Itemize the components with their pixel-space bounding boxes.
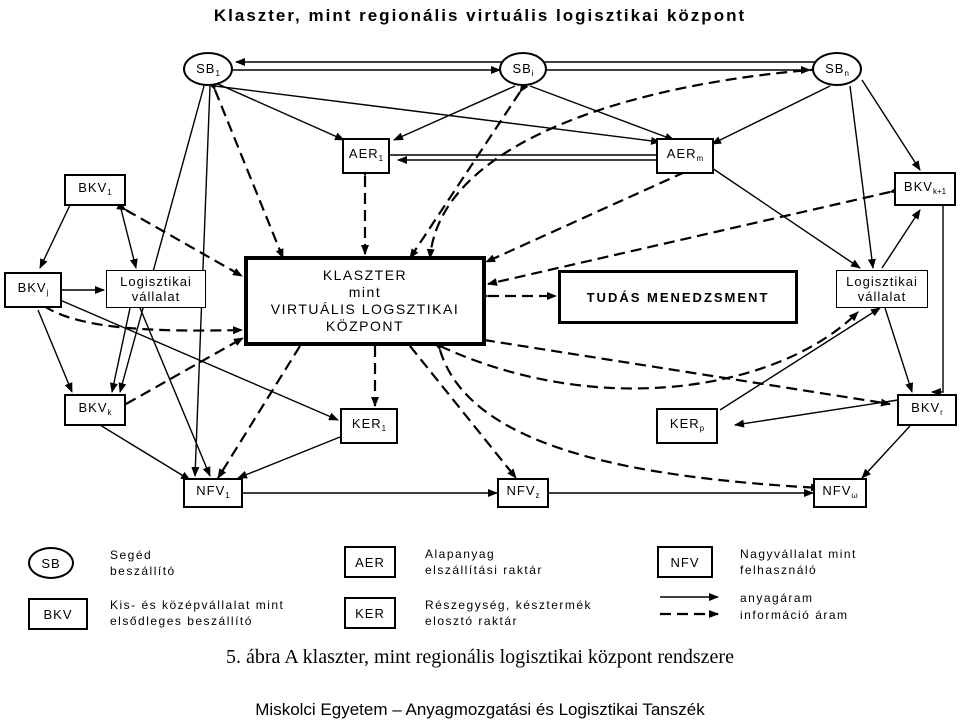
info-flow-arrow bbox=[207, 80, 285, 259]
info-flow-arrow bbox=[217, 336, 309, 479]
legend-sb-symbol: SB bbox=[28, 547, 74, 579]
material-flow-arrow bbox=[109, 307, 131, 393]
nfvz-node: NFVz bbox=[497, 478, 549, 508]
material-flow-arrow bbox=[931, 205, 944, 396]
material-flow-arrow bbox=[861, 79, 921, 171]
sbn-node: SBn bbox=[812, 52, 862, 86]
aerm-node: AERm bbox=[656, 138, 714, 174]
material-flow-arrow bbox=[99, 424, 191, 481]
legend-nfv-symbol: NFV bbox=[657, 546, 713, 578]
diagram-title: Klaszter, mint regionális virtuális logi… bbox=[213, 6, 747, 25]
legend-material-flow-label: anyagáram bbox=[740, 591, 814, 605]
material-flow-arrow bbox=[37, 309, 73, 393]
nfv1-node: NFV1 bbox=[183, 478, 243, 508]
bkvr-node: BKVr bbox=[897, 394, 957, 426]
footer-text: Miskolci Egyetem – Anyagmozgatási és Log… bbox=[255, 700, 705, 719]
material-flow-arrow bbox=[39, 204, 71, 269]
material-flow-arrow bbox=[118, 85, 205, 393]
info-flow-arrow bbox=[487, 186, 900, 286]
material-flow-arrow bbox=[237, 436, 341, 479]
flow-arrows bbox=[34, 58, 944, 618]
material-flow-arrow bbox=[139, 307, 211, 477]
material-flow-arrow bbox=[884, 307, 914, 393]
material-flow-arrow bbox=[393, 85, 516, 141]
aer1-node: AER1 bbox=[342, 138, 390, 174]
kerp-node: KERp bbox=[656, 408, 718, 444]
knowledge-management-box: TUDÁS MENEDZSMENT bbox=[558, 270, 798, 324]
info-flow-arrow bbox=[433, 340, 821, 492]
material-flow-arrow bbox=[734, 399, 899, 428]
material-flow-arrow bbox=[861, 425, 911, 479]
material-flow-arrow bbox=[711, 85, 831, 145]
sbi-node: SBi bbox=[499, 52, 547, 86]
info-flow-arrow bbox=[474, 334, 891, 407]
ker1-node: KER1 bbox=[340, 408, 398, 444]
sb1-node: SB1 bbox=[183, 52, 233, 86]
cluster-center-box: KLASZTER mint VIRTUÁLIS LOGSZTIKAI KÖZPO… bbox=[244, 256, 486, 346]
figure-caption: 5. ábra A klaszter, mint regionális logi… bbox=[226, 646, 734, 668]
info-flow-arrow bbox=[116, 202, 243, 277]
bkvk-node: BKVk bbox=[64, 394, 126, 426]
legend-ker-symbol: KER bbox=[344, 597, 396, 629]
material-flow-arrow bbox=[214, 85, 661, 145]
bkv1-node: BKV1 bbox=[64, 174, 126, 206]
material-flow-arrow bbox=[711, 167, 861, 269]
diagram-canvas: Klaszter, mint regionális virtuális logi… bbox=[4, 6, 957, 630]
bkvj-node: BKVj bbox=[4, 272, 62, 308]
nfvw-node: NFVω bbox=[813, 478, 867, 508]
info-flow-arrow bbox=[485, 164, 695, 264]
legend-bkv-symbol: BKV bbox=[28, 598, 88, 630]
bkvk1-node: BKVk+1 bbox=[894, 172, 956, 206]
material-flow-arrow bbox=[881, 209, 921, 269]
material-flow-arrow bbox=[849, 85, 876, 269]
info-flow-arrow bbox=[34, 297, 243, 335]
info-flow-arrow bbox=[426, 63, 848, 259]
material-flow-arrow bbox=[217, 83, 345, 141]
info-flow-arrow bbox=[401, 336, 517, 479]
legend-aer-symbol: AER bbox=[344, 546, 396, 578]
legend-info-flow-label: információ áram bbox=[740, 608, 849, 622]
